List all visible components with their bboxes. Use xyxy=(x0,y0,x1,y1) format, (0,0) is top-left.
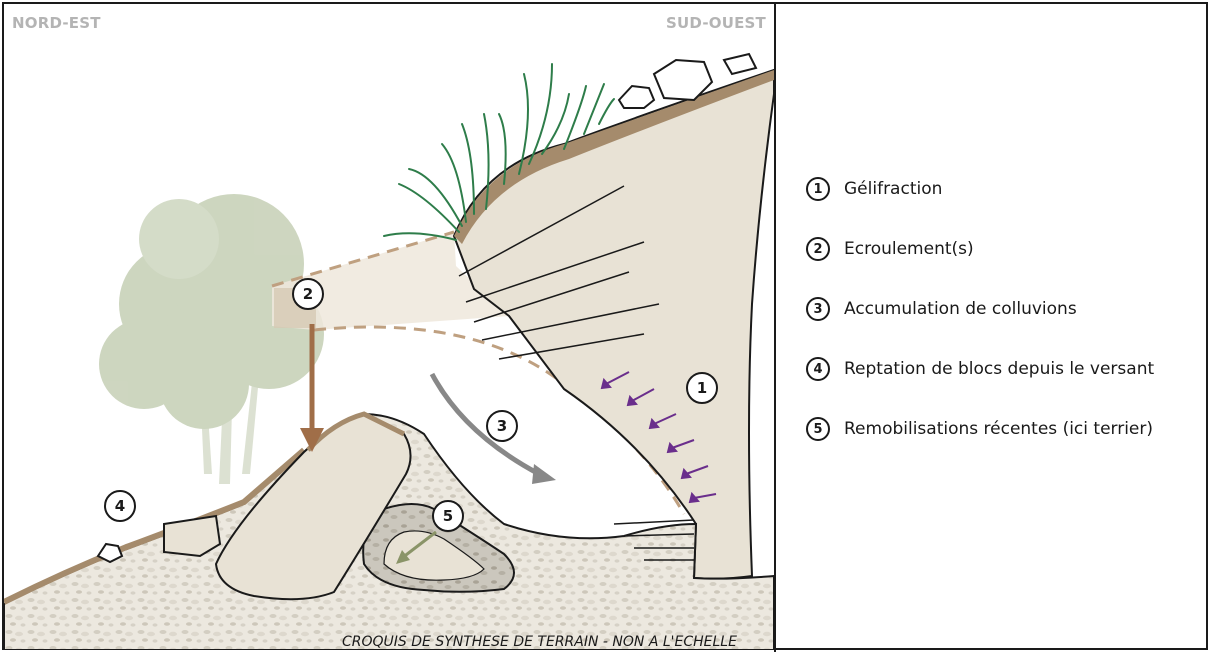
callout-4: 4 xyxy=(104,490,136,522)
callout-2: 2 xyxy=(292,278,324,310)
legend-label: Ecroulement(s) xyxy=(844,239,974,259)
legend-label: Reptation de blocs depuis le versant xyxy=(844,359,1154,379)
orientation-southwest-label: SUD-OUEST xyxy=(666,14,766,32)
legend-item: 3 Accumulation de colluvions xyxy=(806,296,1077,322)
legend-number: 5 xyxy=(806,417,830,441)
legend-label: Remobilisations récentes (ici terrier) xyxy=(844,419,1153,439)
tree-icon xyxy=(99,194,324,484)
legend-label: Gélifraction xyxy=(844,179,942,199)
callout-1: 1 xyxy=(686,372,718,404)
legend-number: 4 xyxy=(806,357,830,381)
legend-item: 1 Gélifraction xyxy=(806,176,942,202)
legend-item: 2 Ecroulement(s) xyxy=(806,236,974,262)
callout-5: 5 xyxy=(432,500,464,532)
legend-number: 1 xyxy=(806,177,830,201)
orientation-northeast-label: NORD-EST xyxy=(12,14,101,32)
legend-item: 4 Reptation de blocs depuis le versant xyxy=(806,356,1154,382)
sketch-caption: CROQUIS DE SYNTHESE DE TERRAIN - NON A L… xyxy=(342,634,737,650)
callout-3: 3 xyxy=(486,410,518,442)
legend-label: Accumulation de colluvions xyxy=(844,299,1077,319)
legend-number: 2 xyxy=(806,237,830,261)
legend-item: 5 Remobilisations récentes (ici terrier) xyxy=(806,416,1153,442)
cliff xyxy=(454,70,774,579)
legend-divider xyxy=(774,2,776,652)
legend-number: 3 xyxy=(806,297,830,321)
terrain-sketch xyxy=(4,4,774,650)
